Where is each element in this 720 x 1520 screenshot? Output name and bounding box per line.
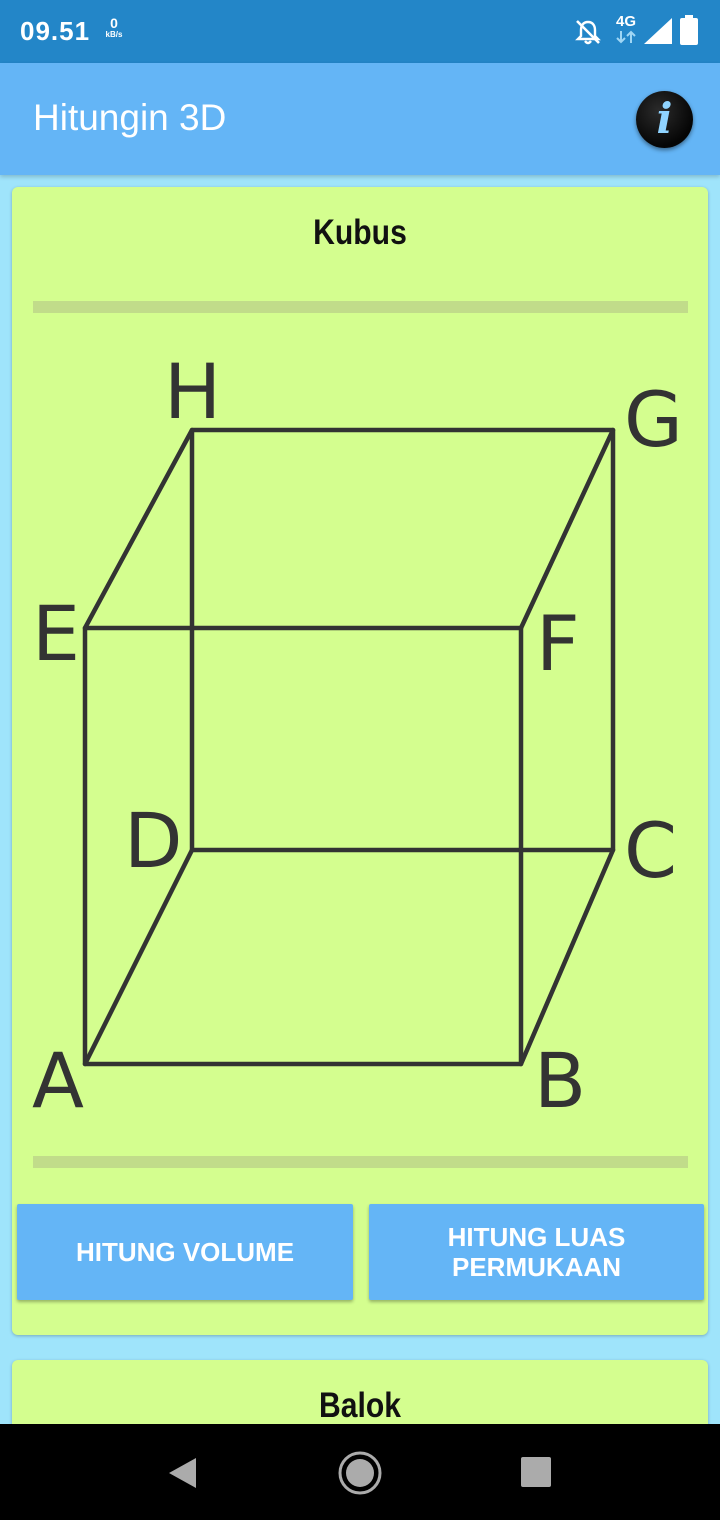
battery-icon	[680, 15, 698, 45]
card-kubus: Kubus H G E F D C A B HITUNG VOLUME HITU…	[12, 187, 708, 1335]
vertex-label-E: E	[32, 589, 80, 678]
info-icon: i	[656, 94, 673, 143]
signal-icon	[644, 18, 672, 44]
data-arrows-icon	[616, 30, 636, 44]
card-title-kubus: Kubus	[313, 213, 407, 252]
network-type-label: 4G	[615, 13, 636, 30]
edge-BC	[518, 847, 616, 1067]
vertex-label-C: C	[624, 806, 677, 895]
back-icon[interactable]	[166, 1456, 198, 1490]
hitung-volume-button[interactable]: HITUNG VOLUME	[17, 1204, 353, 1300]
edge-EH	[82, 427, 195, 631]
status-icons: 4G	[574, 14, 704, 48]
status-time: 09.51	[20, 16, 91, 46]
status-bar: 09.51 0 kB/s 4G	[0, 0, 720, 63]
vertex-label-H: H	[164, 347, 221, 436]
vertex-label-G: G	[624, 375, 683, 464]
cube-diagram: H G E F D C A B	[32, 347, 683, 1125]
divider-bottom	[33, 1156, 688, 1168]
divider-top	[33, 301, 688, 313]
network-speed: 0 kB/s	[101, 16, 127, 40]
edge-FG	[518, 427, 616, 631]
app-title: Hitungin 3D	[33, 97, 227, 138]
network-4g-icon: 4G	[612, 14, 640, 49]
vertex-label-F: F	[536, 599, 580, 688]
recents-icon[interactable]	[520, 1456, 552, 1488]
card-title-balok: Balok	[319, 1386, 401, 1425]
app-bar: Hitungin 3D	[0, 63, 720, 175]
hitung-luas-permukaan-button[interactable]: HITUNG LUAS PERMUKAAN	[369, 1204, 704, 1300]
vertex-label-A: A	[32, 1036, 84, 1125]
network-speed-value: 0	[110, 15, 118, 31]
edge-AD	[82, 847, 195, 1067]
home-icon[interactable]	[336, 1449, 384, 1497]
network-speed-unit: kB/s	[105, 30, 123, 39]
bell-off-icon	[575, 20, 601, 45]
vertex-label-B: B	[534, 1036, 586, 1125]
navigation-bar	[0, 1424, 720, 1520]
info-button[interactable]: i	[636, 91, 693, 148]
vertex-label-D: D	[124, 796, 183, 885]
